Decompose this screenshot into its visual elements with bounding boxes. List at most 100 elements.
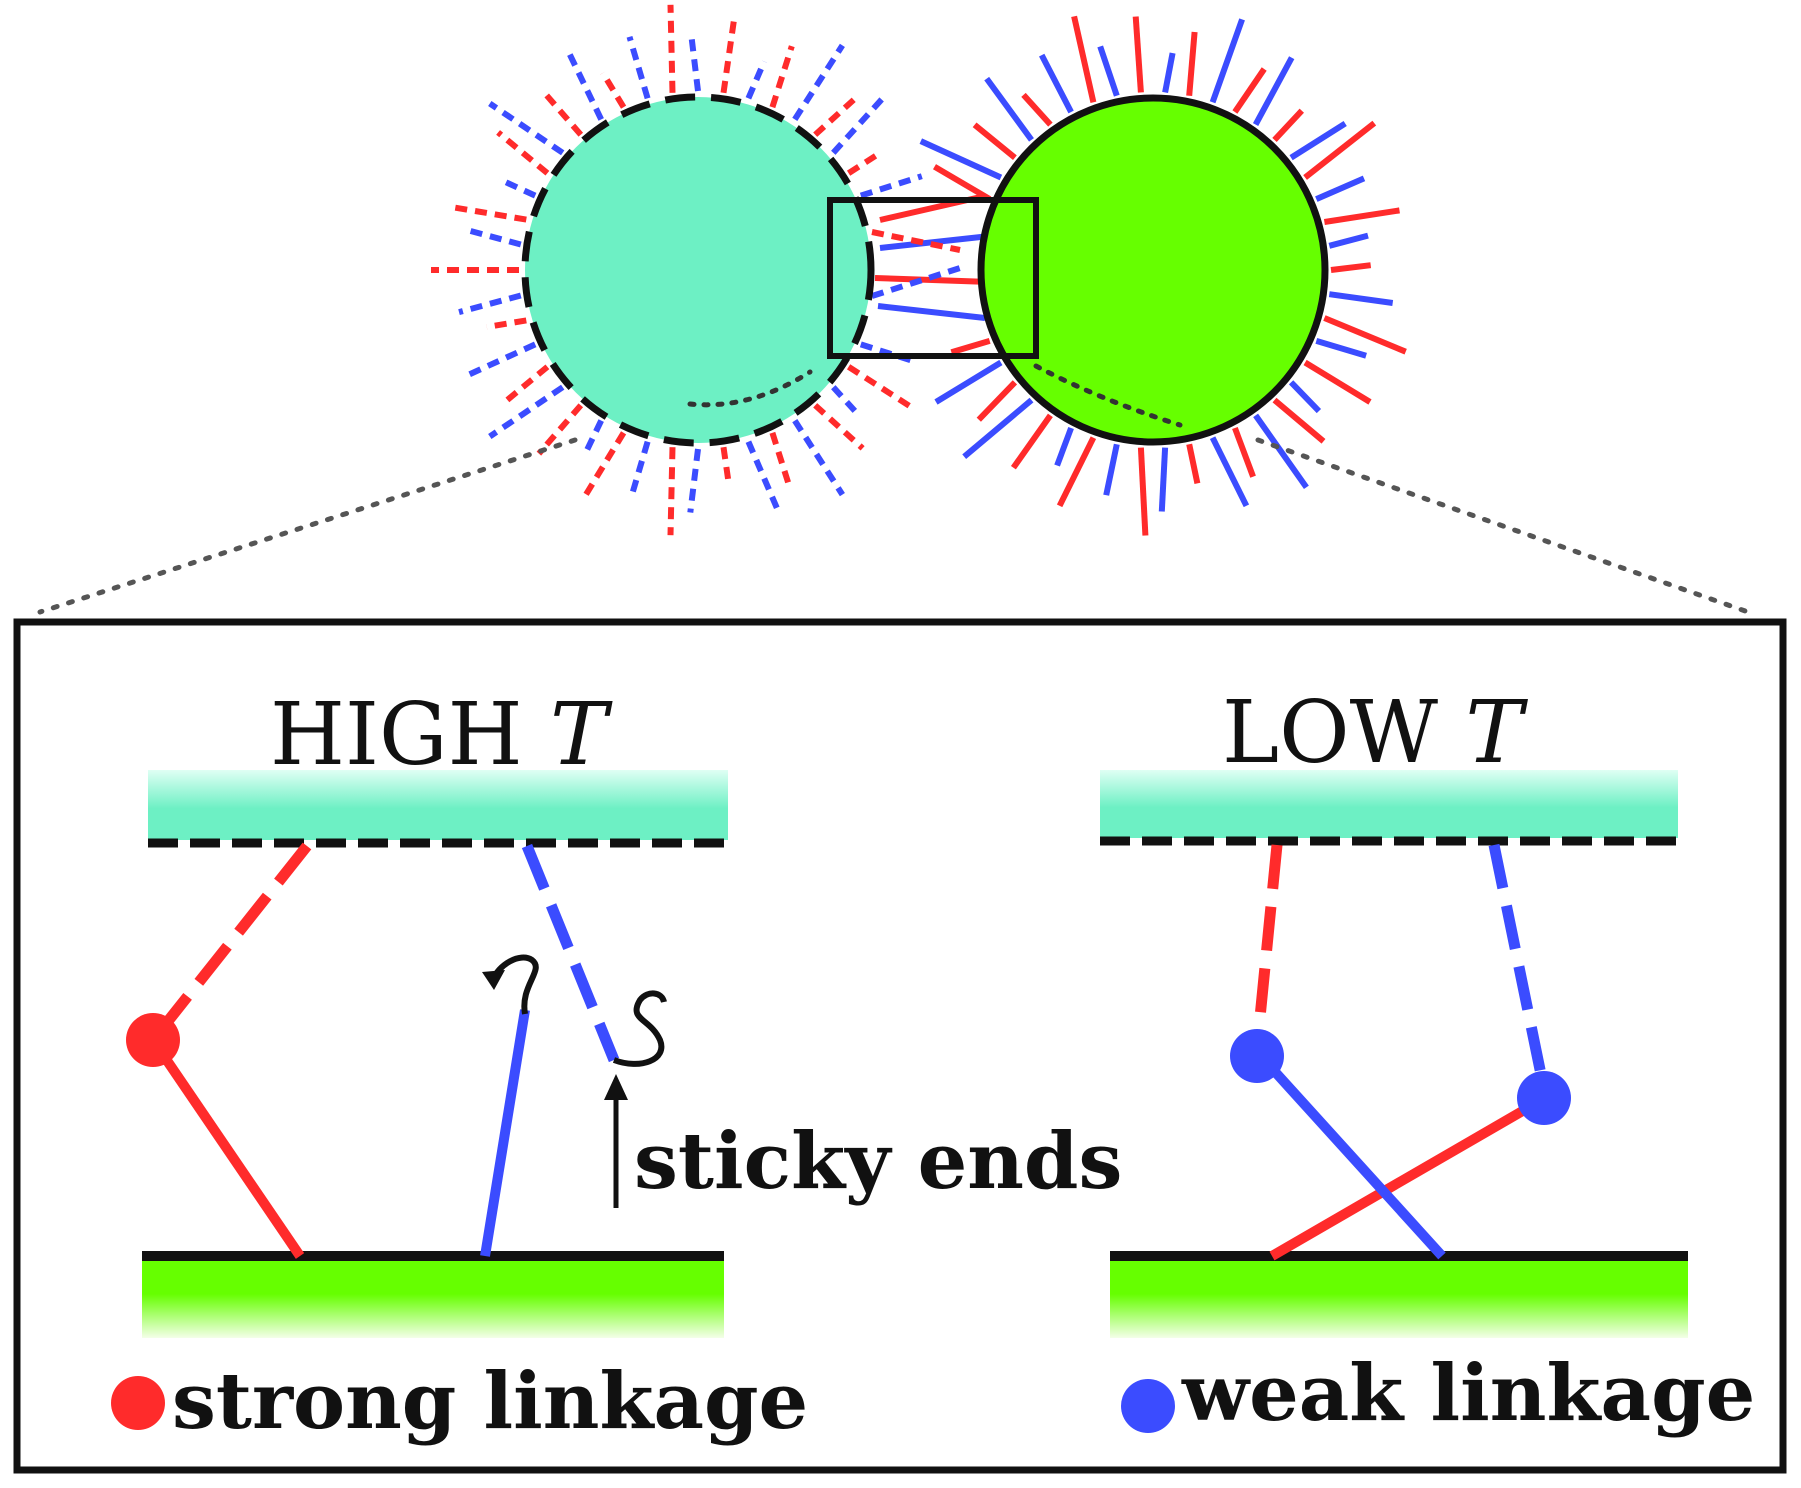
right-particle-strand	[1272, 397, 1326, 444]
right-particle-strand	[1158, 447, 1169, 512]
zoom-region-box	[827, 197, 1039, 359]
particle-right-dotted-arc	[1033, 363, 1183, 428]
left-particle-strand	[544, 93, 584, 137]
right-particle-strand	[1056, 436, 1097, 508]
bridging-strand	[874, 275, 991, 285]
right-particle-strand	[1010, 413, 1053, 470]
high-t-blue-dashed-strand	[521, 843, 620, 1063]
high-t-blue-solid-strand	[480, 1009, 530, 1257]
left-particle-strand	[581, 431, 627, 500]
right-particle-strand	[1289, 120, 1347, 161]
right-particle-strand	[1103, 443, 1120, 496]
high-t-red-dashed-strand	[148, 842, 312, 1044]
left-particle-strand	[488, 384, 565, 439]
right-particle-strand	[1232, 67, 1267, 114]
right-particle-strands	[871, 15, 1407, 536]
particle-left-dotted-arc	[687, 369, 813, 408]
low-temperature-panel: LOW T weak linkage	[1100, 683, 1755, 1439]
connector-right-dotted	[1255, 437, 1751, 615]
left-particle-strand	[581, 419, 604, 458]
right-particle-strand	[984, 76, 1034, 142]
left-particle-strand	[496, 130, 550, 176]
right-particle-strand	[972, 122, 1017, 161]
low-t-heading-symbol: T	[1465, 683, 1528, 783]
high-t-top-surface	[148, 770, 728, 840]
strong-linkage-legend-dot	[111, 1376, 165, 1430]
high-t-heading: HIGH T	[270, 685, 613, 785]
left-particle-strand	[846, 149, 884, 176]
left-particle-strand	[536, 403, 584, 456]
left-particle-strand	[769, 45, 795, 109]
high-t-sticky-end-curl-lower	[612, 990, 667, 1067]
left-particle-strand	[464, 341, 537, 379]
left-particle-strand	[859, 173, 923, 199]
right-particle-strand	[1315, 175, 1366, 202]
particle-dashed-outline	[521, 93, 875, 447]
right-particle-strand	[1132, 16, 1144, 93]
left-particle-strand	[720, 446, 733, 488]
right-particle-strand	[1186, 443, 1201, 485]
high-t-heading-symbol: T	[550, 685, 613, 785]
left-particle-strand	[458, 292, 522, 315]
right-particle-strand	[1288, 380, 1322, 414]
left-particle-strand	[469, 228, 522, 248]
right-particle-strand	[1303, 359, 1372, 405]
right-particle-strand	[1323, 315, 1407, 355]
left-particle-strand	[745, 60, 767, 100]
low-t-heading: LOW T	[1222, 683, 1528, 783]
right-particle-strand	[1071, 15, 1097, 103]
left-particle-strand	[600, 71, 627, 109]
right-particle-strand	[1209, 436, 1250, 508]
left-particle-strand	[630, 440, 651, 493]
right-particle-strand	[1315, 338, 1367, 359]
right-particle-strand	[962, 397, 1034, 459]
left-particle-strand	[813, 97, 856, 137]
left-particle-strand	[486, 317, 527, 330]
left-particle-strand	[688, 39, 701, 92]
right-particle-strand	[976, 380, 1018, 422]
zoom-connector-lines	[37, 363, 1751, 615]
low-t-blue-dashed-strand	[1488, 843, 1551, 1096]
low-t-blue-solid-strand	[1253, 1048, 1446, 1260]
particle-solid-outline	[977, 94, 1329, 446]
right-particle-strand	[1209, 18, 1245, 104]
left-particle-strands	[431, 4, 923, 536]
right-particle-strand	[1039, 53, 1074, 114]
left-particle-strand	[745, 440, 782, 513]
sticky-ends-arrow-head	[604, 1074, 628, 1100]
left-particle-strand	[488, 101, 565, 156]
left-particle-strand	[813, 403, 865, 451]
left-particle-strand	[667, 4, 676, 93]
high-t-strong-linkage-dot	[126, 1013, 180, 1067]
left-particle-strand	[792, 418, 845, 497]
left-particle-strand	[565, 49, 604, 121]
connector-left-dotted	[37, 437, 578, 615]
right-particle-strand	[1330, 262, 1372, 273]
left-particle-strand	[626, 35, 651, 100]
right-particle-strand	[1054, 426, 1074, 467]
low-t-bottom-surface	[1110, 1258, 1688, 1338]
high-t-sticky-end-curl-upper-tip	[482, 970, 505, 990]
bridging-strand	[871, 265, 961, 299]
left-particle-strand	[831, 94, 887, 155]
right-particle-strand	[1328, 291, 1394, 306]
right-particle-strand	[919, 138, 1003, 181]
left-particle-strand	[505, 364, 550, 403]
high-t-heading-label: HIGH	[270, 685, 550, 785]
right-particle-strand	[950, 338, 991, 356]
right-particle-strand	[934, 359, 1003, 405]
low-t-red-dashed-strand	[1251, 844, 1283, 1049]
low-t-top-surface	[1100, 770, 1678, 838]
right-particle-strand	[1272, 108, 1304, 142]
bridging-strand	[877, 303, 986, 321]
left-particle-strand	[667, 447, 676, 536]
high-t-bottom-surface	[142, 1258, 724, 1338]
right-particle-strand	[1253, 413, 1309, 490]
right-particle-strand	[1162, 52, 1176, 93]
low-t-heading-label: LOW	[1222, 683, 1465, 783]
right-particle-strand	[1186, 31, 1198, 96]
bridging-strand	[871, 229, 961, 253]
left-particle-strand	[450, 204, 527, 223]
